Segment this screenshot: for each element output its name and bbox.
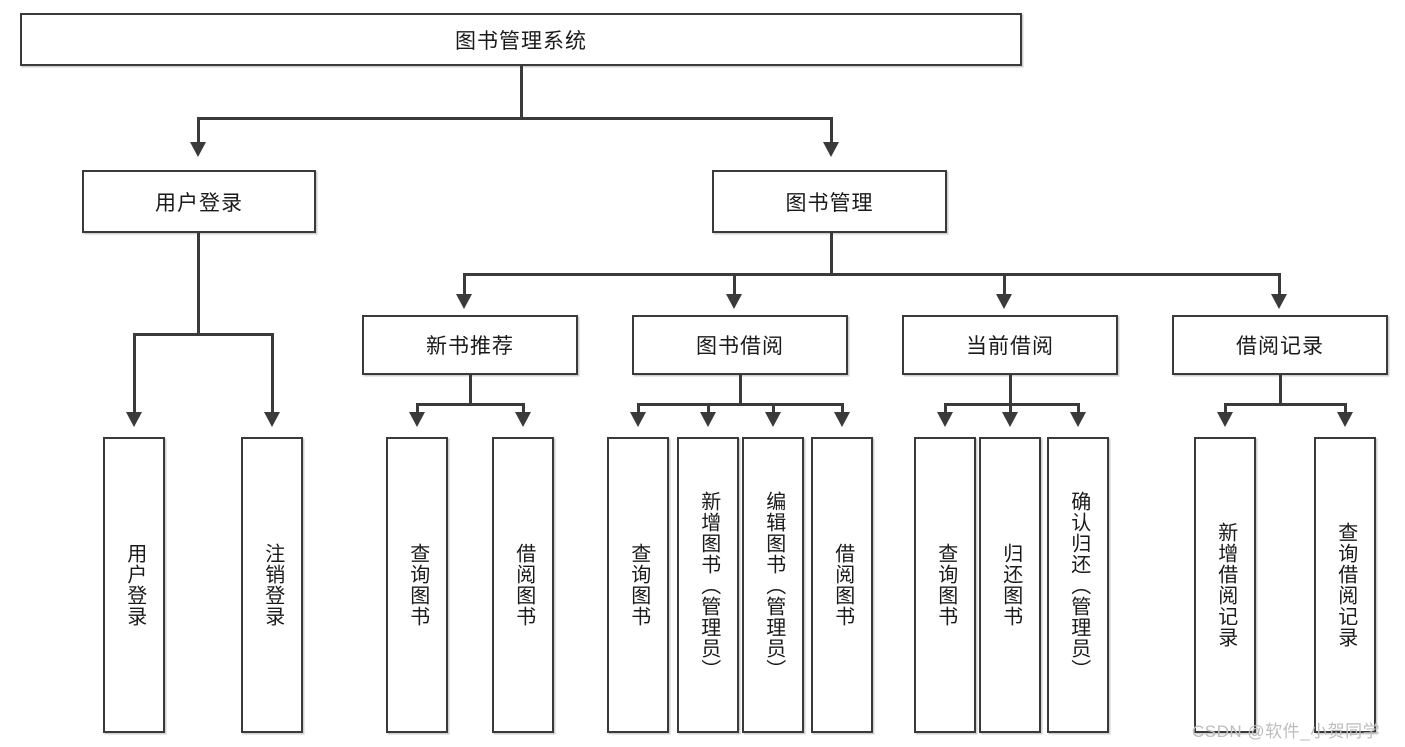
connector-book-mgmt-bus xyxy=(463,273,1280,276)
node-label: 归还图书 xyxy=(999,543,1022,627)
node-label: 新增借阅记录 xyxy=(1214,522,1237,648)
connector-borrow-record-bus xyxy=(1224,403,1346,406)
arrowhead-borrow-record xyxy=(1271,294,1287,309)
node-label: 查询图书 xyxy=(406,543,429,627)
connector-root-to-book-mgmt xyxy=(830,117,833,145)
leaf-user-login-logout[interactable]: 注销登录 xyxy=(241,437,303,733)
node-book-management[interactable]: 图书管理 xyxy=(712,170,947,233)
node-label: 当前借阅 xyxy=(966,335,1054,358)
node-label: 注销登录 xyxy=(261,543,284,627)
arrowhead-book-borrow-leaf-4 xyxy=(834,412,850,427)
arrowhead-user-login-leaf-1 xyxy=(126,412,142,427)
node-root-system[interactable]: 图书管理系统 xyxy=(20,13,1022,66)
leaf-current-borrow-confirm-return-admin[interactable]: 确认归还（管理员） xyxy=(1047,437,1109,733)
arrowhead-new-book xyxy=(456,294,472,309)
connector-current-borrow-bus xyxy=(944,403,1080,406)
leaf-book-borrow-query-book[interactable]: 查询图书 xyxy=(607,437,669,733)
node-borrow-record[interactable]: 借阅记录 xyxy=(1172,315,1388,375)
leaf-new-book-query-book[interactable]: 查询图书 xyxy=(386,437,448,733)
connector-current-borrow-to-leaf-2 xyxy=(1009,403,1012,415)
node-new-book-recommend[interactable]: 新书推荐 xyxy=(362,315,578,375)
csdn-watermark: CSDN @软件_小贺同学 xyxy=(1192,722,1381,741)
node-label: 用户登录 xyxy=(123,543,146,627)
arrowhead-current-borrow-leaf-1 xyxy=(937,412,953,427)
connector-root-bus xyxy=(197,117,832,120)
connector-current-borrow-to-leaf-3 xyxy=(1077,403,1080,415)
arrowhead-book-borrow xyxy=(726,294,742,309)
node-label: 查询图书 xyxy=(934,543,957,627)
leaf-current-borrow-return-book[interactable]: 归还图书 xyxy=(979,437,1041,733)
arrowhead-current-borrow-leaf-3 xyxy=(1070,412,1086,427)
connector-new-book-to-leaf-1 xyxy=(416,403,419,415)
node-label: 查询图书 xyxy=(627,543,650,627)
arrowhead-book-borrow-leaf-1 xyxy=(630,412,646,427)
arrowhead-new-book-leaf-2 xyxy=(515,412,531,427)
arrowhead-new-book-leaf-1 xyxy=(409,412,425,427)
node-label: 借阅图书 xyxy=(831,543,854,627)
node-label: 图书管理 xyxy=(785,191,874,215)
arrowhead-current-borrow xyxy=(996,294,1012,309)
arrowhead-root-to-book-mgmt xyxy=(823,142,839,157)
connector-book-mgmt-to-new-book xyxy=(463,273,466,297)
connector-new-book-to-leaf-2 xyxy=(522,403,525,415)
node-label: 新书推荐 xyxy=(426,335,514,358)
leaf-book-borrow-add-book-admin[interactable]: 新增图书（管理员） xyxy=(677,437,739,733)
leaf-user-login-login[interactable]: 用户登录 xyxy=(103,437,165,733)
connector-new-book-stem xyxy=(469,375,472,405)
node-label: 图书借阅 xyxy=(696,335,784,358)
connector-user-login-to-leaf-2 xyxy=(271,333,274,415)
connector-book-mgmt-stem xyxy=(830,233,833,275)
node-label: 借阅图书 xyxy=(512,543,535,627)
node-label: 新增图书（管理员） xyxy=(697,490,720,680)
connector-new-book-bus xyxy=(416,403,524,406)
arrowhead-book-borrow-leaf-3 xyxy=(765,412,781,427)
connector-borrow-record-to-leaf-2 xyxy=(1344,403,1347,415)
leaf-new-book-borrow-book[interactable]: 借阅图书 xyxy=(492,437,554,733)
leaf-current-borrow-query-book[interactable]: 查询图书 xyxy=(914,437,976,733)
connector-book-mgmt-to-book-borrow xyxy=(733,273,736,297)
connector-borrow-record-stem xyxy=(1279,375,1282,405)
leaf-book-borrow-borrow-book[interactable]: 借阅图书 xyxy=(811,437,873,733)
connector-root-to-user-login xyxy=(197,117,200,145)
connector-user-login-stem xyxy=(197,233,200,335)
node-label: 借阅记录 xyxy=(1236,335,1324,358)
arrowhead-root-to-user-login xyxy=(190,142,206,157)
node-label: 确认归还（管理员） xyxy=(1067,490,1090,680)
leaf-borrow-record-add-record[interactable]: 新增借阅记录 xyxy=(1194,437,1256,733)
connector-user-login-to-leaf-1 xyxy=(133,333,136,415)
connector-book-borrow-to-leaf-1 xyxy=(637,403,640,415)
connector-current-borrow-to-leaf-1 xyxy=(944,403,947,415)
arrowhead-book-borrow-leaf-2 xyxy=(700,412,716,427)
connector-book-borrow-to-leaf-3 xyxy=(772,403,775,415)
node-current-borrow[interactable]: 当前借阅 xyxy=(902,315,1118,375)
arrowhead-borrow-record-leaf-1 xyxy=(1217,412,1233,427)
node-book-borrow[interactable]: 图书借阅 xyxy=(632,315,848,375)
connector-root-stem xyxy=(520,66,523,119)
connector-current-borrow-stem xyxy=(1009,375,1012,405)
connector-book-borrow-stem xyxy=(739,375,742,405)
connector-book-mgmt-to-borrow-record xyxy=(1278,273,1281,297)
leaf-book-borrow-edit-book-admin[interactable]: 编辑图书（管理员） xyxy=(742,437,804,733)
node-label: 查询借阅记录 xyxy=(1334,522,1357,648)
connector-user-login-bus xyxy=(133,333,273,336)
connector-book-mgmt-to-current-borrow xyxy=(1003,273,1006,297)
connector-book-borrow-to-leaf-4 xyxy=(841,403,844,415)
leaf-borrow-record-query-record[interactable]: 查询借阅记录 xyxy=(1314,437,1376,733)
arrowhead-borrow-record-leaf-2 xyxy=(1337,412,1353,427)
connector-borrow-record-to-leaf-1 xyxy=(1224,403,1227,415)
node-label: 用户登录 xyxy=(155,191,243,215)
node-label: 图书管理系统 xyxy=(455,29,587,53)
connector-book-borrow-to-leaf-2 xyxy=(707,403,710,415)
arrowhead-user-login-leaf-2 xyxy=(264,412,280,427)
connector-book-borrow-bus xyxy=(637,403,844,406)
node-label: 编辑图书（管理员） xyxy=(762,490,785,680)
node-user-login[interactable]: 用户登录 xyxy=(82,170,316,233)
arrowhead-current-borrow-leaf-2 xyxy=(1002,412,1018,427)
